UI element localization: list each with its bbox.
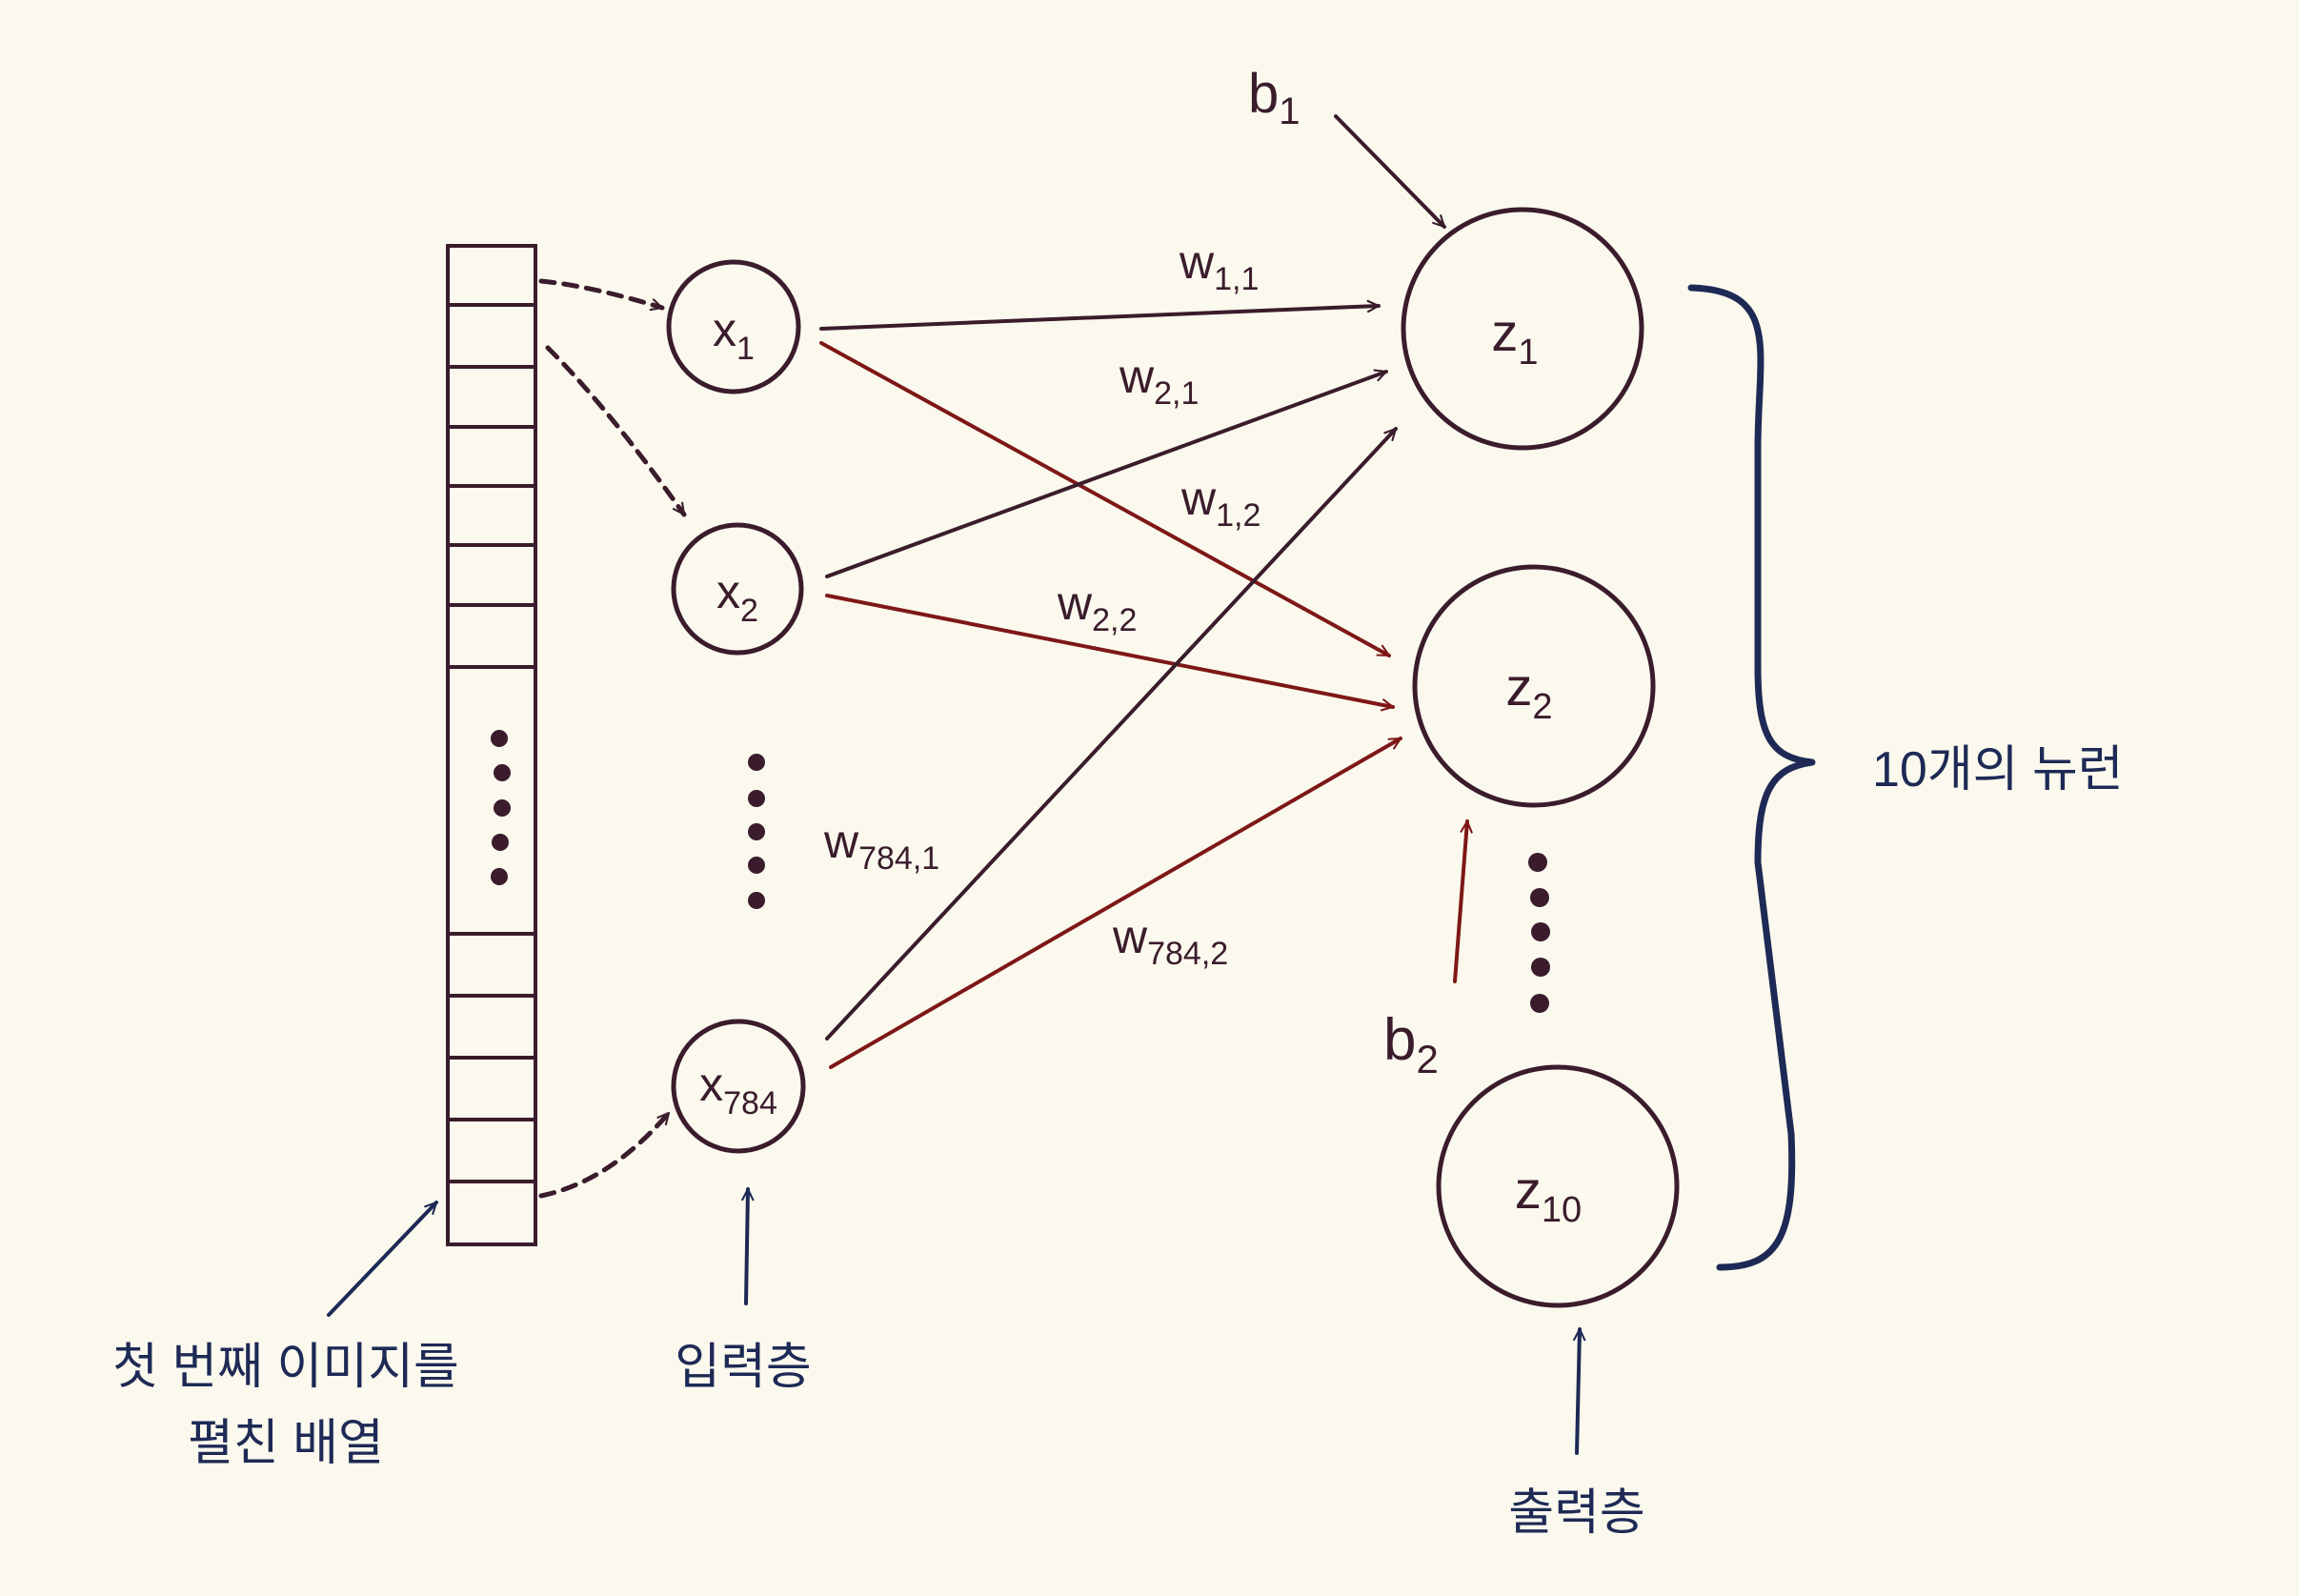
edge-x784-z2 <box>829 737 1402 1069</box>
svg-text:z10: z10 <box>1515 1160 1582 1230</box>
array-to-x784-arrow <box>538 1110 672 1199</box>
output-node-z10: z10 <box>1436 1064 1680 1308</box>
weight-w1-1: w1,1 <box>1179 235 1259 297</box>
z1-base: z <box>1491 302 1518 362</box>
array-to-x2-arrow <box>545 345 687 517</box>
bias-b2: b2 <box>1383 819 1473 1081</box>
svg-text:x2: x2 <box>716 565 758 629</box>
edge-x1-z1 <box>819 299 1381 331</box>
weight-w2-1: w2,1 <box>1119 350 1199 412</box>
array-ellipsis <box>491 730 511 885</box>
array-to-input-arrows <box>538 278 687 1199</box>
array-cells-bottom <box>448 932 535 1183</box>
x2-subscript: 2 <box>740 593 758 629</box>
z2-base: z <box>1505 657 1532 717</box>
svg-text:x1: x1 <box>713 303 755 367</box>
weight-w1-2: w1,2 <box>1180 472 1260 534</box>
output-layer-label-arrow <box>1573 1327 1586 1455</box>
brace-label: 10개의 뉴런 <box>1872 742 2124 798</box>
connections <box>819 299 1402 1069</box>
bias-b1-arrow <box>1334 114 1446 229</box>
x784-base: x <box>699 1058 723 1111</box>
output-node-z1: z1 <box>1401 207 1644 451</box>
weight-w784-2: w784,2 <box>1112 910 1228 972</box>
svg-text:x784: x784 <box>699 1058 777 1121</box>
output-brace <box>1687 284 1816 1271</box>
korean-labels: 첫 번째 이미지를 펼친 배열 입력층 출력층 10개의 뉴런 <box>112 742 2124 1541</box>
output-node-z2: z2 <box>1412 564 1656 808</box>
input-layer: x1 x2 x784 <box>666 259 806 1154</box>
input-layer-label: 입력층 <box>675 1340 812 1395</box>
edge-x784-z1 <box>825 427 1398 1040</box>
x784-subscript: 784 <box>723 1085 777 1121</box>
svg-text:z2: z2 <box>1505 657 1552 727</box>
input-node-x1: x1 <box>666 259 801 394</box>
z10-subscript: 10 <box>1542 1190 1582 1230</box>
output-layer: z1 z2 z10 <box>1401 207 1680 1308</box>
z10-base: z <box>1515 1160 1542 1220</box>
flattened-image-array <box>446 244 537 1246</box>
b1-base: b <box>1248 63 1279 125</box>
b1-subscript: 1 <box>1279 91 1300 132</box>
array-cells-top <box>448 303 535 669</box>
bias-b2-arrow <box>1453 819 1473 983</box>
edge-x1-z2 <box>819 341 1391 657</box>
weight-w2-2: w2,2 <box>1057 576 1137 638</box>
z1-subscript: 1 <box>1518 333 1538 373</box>
bias-b1: b1 <box>1248 63 1446 229</box>
weight-labels: w1,1 w2,1 w1,2 w2,2 w784,1 w784,2 <box>823 235 1260 972</box>
input-ellipsis <box>748 754 765 909</box>
input-node-x2: x2 <box>671 522 804 656</box>
output-layer-label: 출력층 <box>1508 1485 1645 1541</box>
array-label-line2: 펼친 배열 <box>188 1416 384 1471</box>
x2-base: x <box>716 565 740 618</box>
svg-text:z1: z1 <box>1491 302 1538 373</box>
z2-subscript: 2 <box>1532 687 1552 727</box>
input-node-x784: x784 <box>671 1019 806 1154</box>
x1-base: x <box>713 303 736 356</box>
array-to-x1-arrow <box>538 278 665 312</box>
edge-x2-z2 <box>825 594 1395 712</box>
x1-subscript: 1 <box>736 331 755 367</box>
edge-x2-z1 <box>825 369 1388 578</box>
output-ellipsis <box>1528 853 1550 1013</box>
array-label-line1: 첫 번째 이미지를 <box>112 1340 459 1395</box>
svg-text:b2: b2 <box>1383 1007 1439 1081</box>
b2-subscript: 2 <box>1416 1037 1438 1081</box>
b2-base: b <box>1383 1007 1416 1073</box>
input-layer-label-arrow <box>741 1187 755 1305</box>
svg-text:b1: b1 <box>1248 63 1301 132</box>
weight-w784-1: w784,1 <box>823 815 939 877</box>
array-label-arrow <box>327 1201 438 1317</box>
